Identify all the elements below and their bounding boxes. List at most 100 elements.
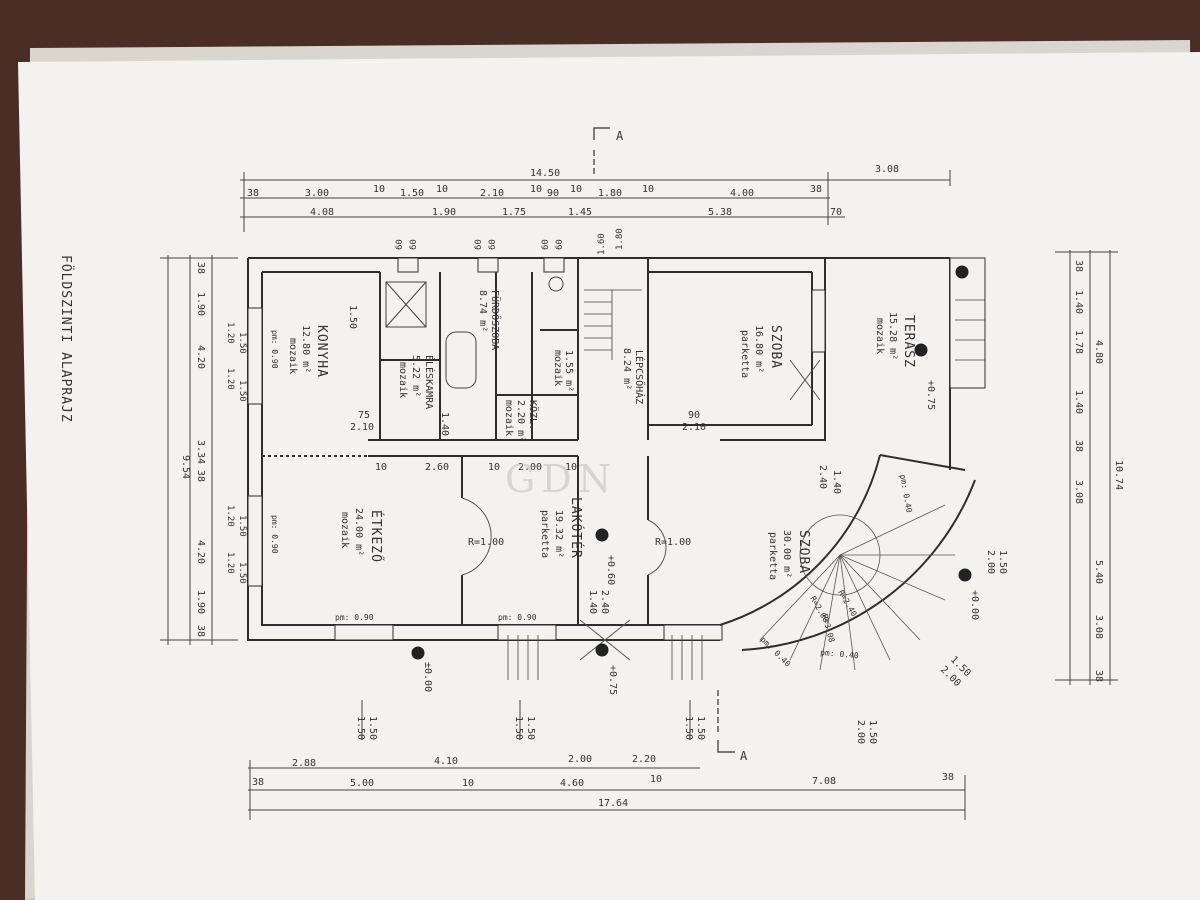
svg-text:4.20: 4.20 [195, 345, 206, 369]
svg-text:mozaik: mozaik [397, 362, 408, 398]
svg-text:4.20: 4.20 [195, 540, 206, 564]
room-terasz: TERASZ 15.28 m² mozaik [874, 312, 916, 368]
stairs [507, 289, 985, 680]
svg-text:38: 38 [247, 188, 259, 199]
svg-text:1.40: 1.40 [587, 590, 598, 614]
svg-text:1.50: 1.50 [513, 716, 524, 740]
svg-text:60: 60 [395, 239, 405, 250]
svg-text:pm: 0.90: pm: 0.90 [270, 515, 279, 554]
svg-text:R=1.00: R=1.00 [468, 537, 504, 548]
svg-text:LAKÓTÉR: LAKÓTÉR [568, 497, 584, 559]
svg-text:pm: 0.90: pm: 0.90 [270, 330, 279, 369]
svg-text:10: 10 [373, 184, 385, 195]
svg-text:1.80: 1.80 [598, 188, 622, 199]
level-markers [411, 265, 972, 660]
svg-text:9.54: 9.54 [180, 455, 191, 479]
svg-text:2.10: 2.10 [682, 422, 706, 433]
svg-text:mozaik: mozaik [874, 318, 885, 354]
svg-text:mozaik: mozaik [339, 512, 350, 548]
paper-sheet [18, 52, 1200, 900]
svg-text:1.90: 1.90 [195, 292, 206, 316]
svg-text:24.00 m²: 24.00 m² [353, 508, 364, 556]
svg-text:±0.00: ±0.00 [422, 662, 433, 692]
svg-text:10: 10 [436, 184, 448, 195]
svg-text:3.00: 3.00 [305, 188, 329, 199]
svg-text:pm: 0.90: pm: 0.90 [498, 613, 537, 622]
svg-text:pm: 0.40: pm: 0.40 [820, 648, 859, 660]
spiral-stair [759, 504, 955, 671]
svg-text:LÉPCSŐHÁZ: LÉPCSŐHÁZ [633, 350, 647, 404]
bath-fixtures [385, 276, 564, 389]
svg-text:2.10: 2.10 [480, 188, 504, 199]
dim-bottom-row2: 38 5.00 10 4.60 10 7.08 38 [252, 772, 954, 789]
dim-bottom-verticals: 1.50 1.50 1.50 1.50 1.50 1.50 [355, 716, 706, 740]
svg-text:60: 60 [409, 239, 419, 250]
svg-text:R=1.00: R=1.00 [655, 537, 691, 548]
svg-text:1.50: 1.50 [867, 720, 878, 744]
svg-text:5.00: 5.00 [350, 778, 374, 789]
section-marker-bottom [717, 690, 735, 753]
svg-text:parketta: parketta [739, 330, 750, 378]
svg-text:KÖZL.: KÖZL. [527, 400, 540, 430]
svg-text:parketta: parketta [539, 510, 550, 558]
dim-left-windows: 1.20 1.50 1.20 1.50 1.20 1.50 1.20 1.50 [225, 322, 247, 584]
svg-text:90: 90 [547, 188, 559, 199]
svg-text:2.20: 2.20 [632, 754, 656, 765]
svg-text:2.00: 2.00 [568, 754, 592, 765]
svg-text:1.45: 1.45 [568, 207, 592, 218]
svg-text:38: 38 [1073, 260, 1084, 272]
dim-top-right: 3.08 [875, 164, 899, 175]
svg-text:75: 75 [358, 410, 370, 421]
svg-text:10: 10 [570, 184, 582, 195]
svg-text:1.20: 1.20 [225, 505, 235, 527]
room-etkezo: ÉTKEZŐ 24.00 m² mozaik [339, 508, 384, 563]
svg-text:ÉTKEZŐ: ÉTKEZŐ [368, 510, 384, 563]
dim-bottom-overall: 17.64 [598, 798, 628, 809]
svg-text:4.10: 4.10 [434, 756, 458, 767]
room-konyha: KONYHA 12.80 m² mozaik [287, 325, 329, 378]
svg-text:60: 60 [541, 239, 551, 250]
room-szoba2: SZOBA 30.00 m² parketta [767, 530, 811, 580]
svg-text:60: 60 [555, 239, 565, 250]
svg-text:2.20 m²: 2.20 m² [515, 400, 526, 442]
svg-text:60: 60 [474, 239, 484, 250]
svg-text:30.00 m²: 30.00 m² [781, 530, 792, 578]
svg-text:pm: 0.90: pm: 0.90 [335, 613, 374, 622]
svg-text:1.50: 1.50 [367, 716, 378, 740]
svg-text:1.90: 1.90 [432, 207, 456, 218]
section-marker-top [593, 127, 610, 175]
svg-text:+0.60: +0.60 [605, 555, 616, 585]
svg-text:70: 70 [830, 207, 842, 218]
bottom-dimension-lines [248, 700, 966, 820]
svg-text:7.08: 7.08 [812, 776, 836, 787]
svg-text:1.50: 1.50 [400, 188, 424, 199]
svg-text:2.10: 2.10 [350, 422, 374, 433]
door-arcs [461, 359, 821, 661]
room-lepcso: LÉPCSŐHÁZ 8.24 m² [621, 348, 647, 404]
svg-text:1.60: 1.60 [597, 233, 607, 255]
svg-text:ÉLÉSKAMRA: ÉLÉSKAMRA [423, 355, 436, 409]
svg-text:FÜRDŐSZOBA: FÜRDŐSZOBA [489, 290, 503, 350]
svg-text:1.50: 1.50 [683, 716, 694, 740]
svg-text:TERASZ: TERASZ [901, 315, 916, 368]
svg-text:4.80: 4.80 [1093, 340, 1104, 364]
svg-text:1.50: 1.50 [525, 716, 536, 740]
svg-text:2.00: 2.00 [985, 550, 996, 574]
svg-text:1.40: 1.40 [1073, 290, 1084, 314]
svg-text:38: 38 [252, 777, 264, 788]
dim-top-overall: 14.50 [530, 168, 560, 179]
room-area-konyha: 12.80 m² [300, 325, 311, 373]
section-label-top: A [616, 129, 624, 143]
room-kamra: ÉLÉSKAMRA 5.22 m² mozaik [397, 355, 436, 409]
level-labels: +0.75 ±0.00 +0.60 +0.75 +0.00 [422, 380, 980, 695]
svg-text:4.00: 4.00 [730, 188, 754, 199]
svg-text:4.60: 4.60 [560, 778, 584, 789]
section-label-bottom: A [740, 749, 748, 763]
svg-text:1.50: 1.50 [237, 562, 247, 584]
dim-right-values: 38 1.40 1.78 1.40 38 3.08 4.80 5.40 3.08… [1073, 260, 1124, 682]
svg-text:2.00: 2.00 [855, 720, 866, 744]
svg-text:10: 10 [650, 774, 662, 785]
room-szoba1: SZOBA 16.80 m² parketta [739, 325, 783, 378]
svg-text:1.50: 1.50 [355, 716, 366, 740]
